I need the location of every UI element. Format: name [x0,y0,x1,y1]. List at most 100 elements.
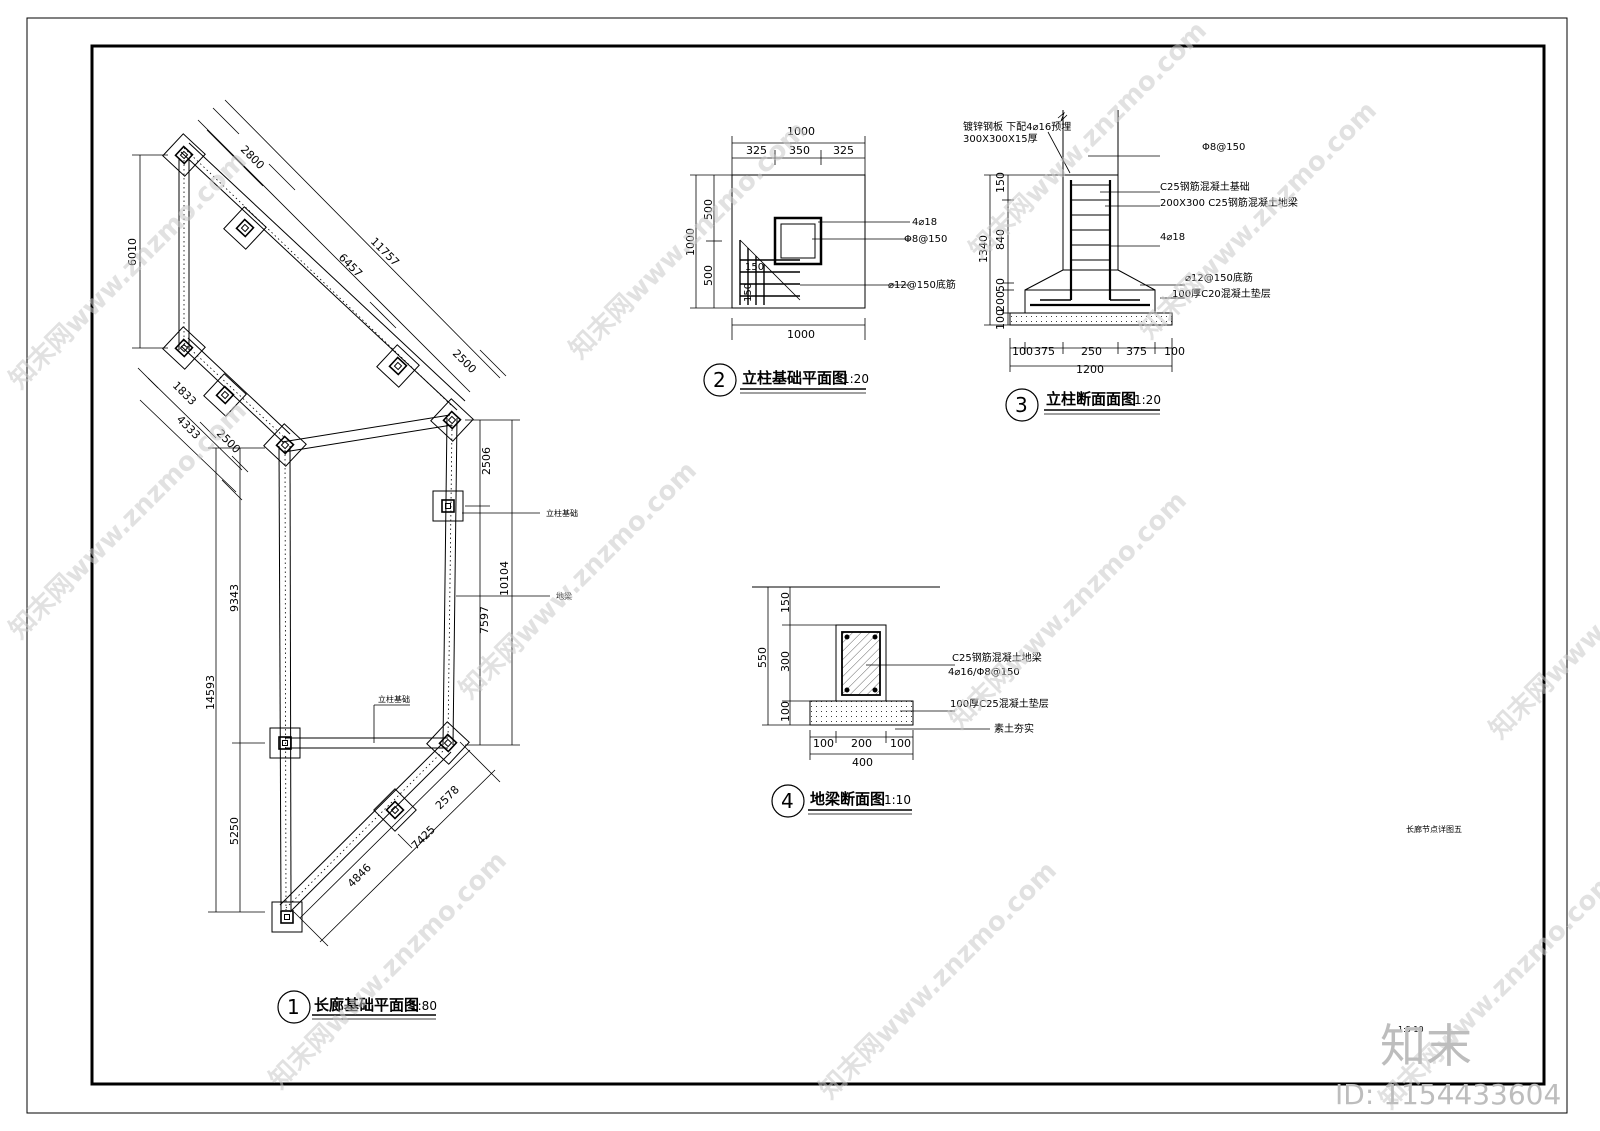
beam-lines [178,142,466,913]
detail-3-texts: 镀锌钢板 下配4⌀16预埋 300X300X15厚 Φ8@150 C25钢筋混凝… [963,120,1298,376]
watermark-5: 知末网www.znzmo.com [264,846,513,1095]
d3-note-4: C25钢筋混凝土基础 [1160,180,1250,193]
d4-note-1: C25钢筋混凝土地梁 [952,651,1042,664]
detail-2-number: 2 [713,368,726,392]
d3-v150: 150 [994,172,1007,193]
d2-note-3: ⌀12@150底筋 [888,278,956,291]
d2-top-c: 325 [833,144,854,157]
detail-2-title-block: 2 立柱基础平面图 1:20 [703,363,869,397]
plan-1-scale: 1:80 [410,999,437,1013]
d3-h100b: 100 [1164,345,1185,358]
d3-h100a: 100 [1012,345,1033,358]
watermark-4: 知末网www.znzmo.com [454,456,703,705]
d2-top-a: 325 [746,144,767,157]
d4-h100b: 100 [890,737,911,750]
detail-4-title-block: 4 地梁断面图 1:10 [771,784,912,818]
detail-2-scale: 1:20 [842,372,869,386]
d4-v300: 300 [779,651,792,672]
dim-14593: 14593 [204,675,217,710]
plan-1-number: 1 [287,995,300,1019]
dim-4846: 4846 [345,861,374,890]
dim-6457: 6457 [336,251,365,280]
plan-1-title-block: 1 长廊基础平面图 1:80 [277,990,437,1024]
dim-11757: 11757 [368,235,402,269]
d3-note-7: ⌀12@150底筋 [1185,271,1253,284]
plan-dimension-lines [132,99,550,947]
watermark-8: 知末网www.znzmo.com [814,856,1063,1105]
d3-h375b: 375 [1126,345,1147,358]
d2-left-b: 500 [702,265,715,286]
dim-7425: 7425 [409,823,438,852]
d3-note-6: 4⌀18 [1160,232,1185,243]
d4-h400: 400 [852,756,873,769]
plan-1-foundation-layout [132,99,550,947]
dim-2578: 2578 [433,783,462,812]
d3-v100: 100 [994,309,1007,330]
sheet-name: 长廊节点详图五 [1406,824,1462,834]
d3-note-5: 200X300 C25钢筋混凝土地梁 [1160,196,1298,209]
d4-h200: 200 [851,737,872,750]
dim-10104: 10104 [498,561,511,596]
detail-2-texts: 1000 325 350 325 1000 500 500 150 150 10… [684,125,956,341]
label-column-foundation-1: 立柱基础 [546,508,578,518]
d2-left-a: 500 [702,199,715,220]
d2-note-2: Φ8@150 [904,234,947,245]
detail-2-column-footing-plan [690,136,910,340]
d4-note-3: 100厚C25混凝土垫层 [950,697,1049,710]
dim-2500-a: 2500 [450,347,479,376]
detail-4-ground-beam-section [752,586,990,760]
plan-1-title: 长廊基础平面图 [314,996,419,1014]
detail-3-number: 3 [1015,393,1028,417]
d2-spacing-a: 150 [745,262,764,273]
d3-h1200: 1200 [1076,363,1104,376]
dim-6010: 6010 [126,238,139,266]
label-ground-beam: 地梁 [556,591,572,601]
watermarks: 知末网www.znzmo.com 知末网www.znzmo.com 知末网www… [4,16,1600,1115]
dim-9343: 9343 [228,584,241,612]
watermark-1: 知末网www.znzmo.com [4,146,253,395]
dim-2506: 2506 [480,447,493,475]
d3-h250: 250 [1081,345,1102,358]
d4-v100: 100 [779,701,792,722]
d3-h375a: 375 [1034,345,1055,358]
detail-4-number: 4 [781,789,794,813]
watermark-2: 知末网www.znzmo.com [4,396,253,645]
d3-v840: 840 [994,229,1007,250]
detail-4-scale: 1:10 [884,793,911,807]
watermark-9: 知末网www.znzmo.com [1134,96,1383,345]
d3-note-3: Φ8@150 [1202,142,1245,153]
detail-3-title: 立柱断面面图 [1046,390,1136,408]
d4-h100a: 100 [813,737,834,750]
brand-logo: 知末 [1380,1019,1472,1073]
d2-top-total: 1000 [787,125,815,138]
dim-7597: 7597 [478,606,491,634]
sheet-page: 1:5·10 [1398,1025,1424,1034]
detail-3-title-block: 3 立柱断面面图 1:20 [1005,388,1161,422]
d3-v200: 200 [994,291,1007,312]
detail-4-texts: 150 300 550 100 100 200 100 400 C25钢筋混凝土… [756,592,1049,769]
d4-note-4: 素土夯实 [994,722,1034,735]
d2-left-total: 1000 [684,228,697,256]
d2-spacing-b: 150 [743,283,754,302]
d3-v50: 50 [994,278,1007,292]
watermark-11: 知末网www.znzmo.com [1484,496,1600,745]
d4-v150: 150 [779,592,792,613]
axis-dotted [183,147,453,911]
d3-note-1: 镀锌钢板 下配4⌀16预埋 [963,120,1071,133]
d3-v1340: 1340 [977,235,990,263]
d3-note-2: 300X300X15厚 [963,133,1038,145]
d2-top-b: 350 [789,144,810,157]
detail-3-scale: 1:20 [1134,393,1161,407]
detail-3-column-section [984,110,1185,372]
d3-note-8: 100厚C20混凝土垫层 [1172,287,1271,300]
d4-note-2: 4⌀16/Φ8@150 [948,667,1020,678]
label-column-foundation-2: 立柱基础 [378,694,410,704]
brand-id: ID: 1154433604 [1335,1078,1561,1111]
inner-border [90,44,1546,1086]
column-footings [162,133,474,933]
d2-note-1: 4⌀18 [912,217,937,228]
watermark-7: 知末网www.znzmo.com [944,486,1193,735]
detail-4-title: 地梁断面图 [810,790,885,808]
d4-v550: 550 [756,647,769,668]
